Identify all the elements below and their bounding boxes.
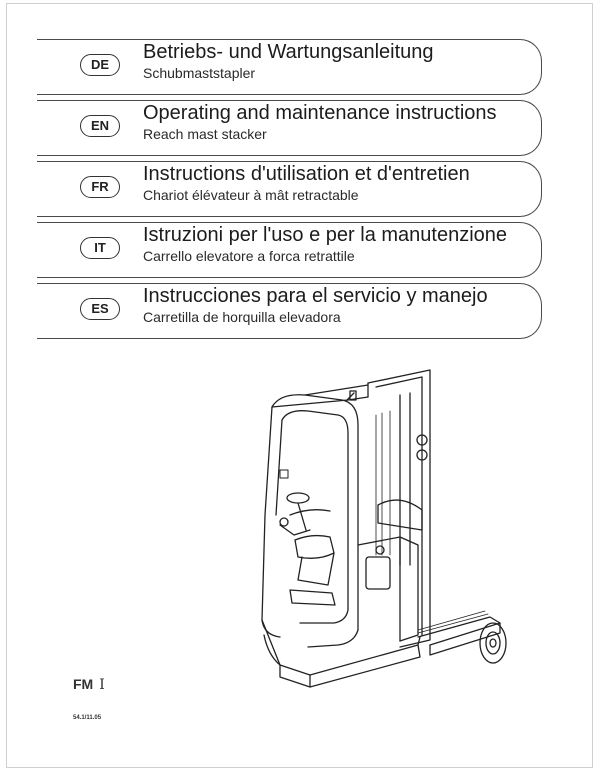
language-title: Operating and maintenance instructions [143, 102, 497, 124]
model-designation: FM I [73, 676, 105, 693]
page-border [6, 3, 593, 768]
language-row-de: DE Betriebs- und Wartungsanleitung Schub… [37, 39, 542, 95]
language-subtitle: Schubmaststapler [143, 65, 256, 81]
language-title: Betriebs- und Wartungsanleitung [143, 41, 434, 63]
language-subtitle: Carrello elevatore a forca retrattile [143, 248, 355, 264]
language-code-badge: EN [80, 115, 120, 137]
language-row-en: EN Operating and maintenance instruction… [37, 100, 542, 156]
language-title: Instrucciones para el servicio y manejo [143, 285, 488, 307]
language-code-badge: DE [80, 54, 120, 76]
language-subtitle: Chariot élévateur à mât retractable [143, 187, 359, 203]
language-row-es: ES Instrucciones para el servicio y mane… [37, 283, 542, 339]
language-subtitle: Reach mast stacker [143, 126, 267, 142]
language-title: Istruzioni per l'uso e per la manutenzio… [143, 224, 508, 246]
language-code-badge: IT [80, 237, 120, 259]
model-variant: I [99, 677, 105, 693]
document-code: 54.1/11.05 [73, 715, 102, 721]
language-subtitle: Carretilla de horquilla elevadora [143, 309, 341, 325]
language-code-badge: ES [80, 298, 120, 320]
reach-truck-illustration [261, 369, 507, 688]
language-row-it: IT Istruzioni per l'uso e per la manuten… [37, 222, 542, 278]
language-row-fr: FR Instructions d'utilisation et d'entre… [37, 161, 542, 217]
language-title: Instructions d'utilisation et d'entretie… [143, 163, 470, 185]
model-name: FM [73, 676, 94, 692]
language-code-badge: FR [80, 176, 120, 198]
